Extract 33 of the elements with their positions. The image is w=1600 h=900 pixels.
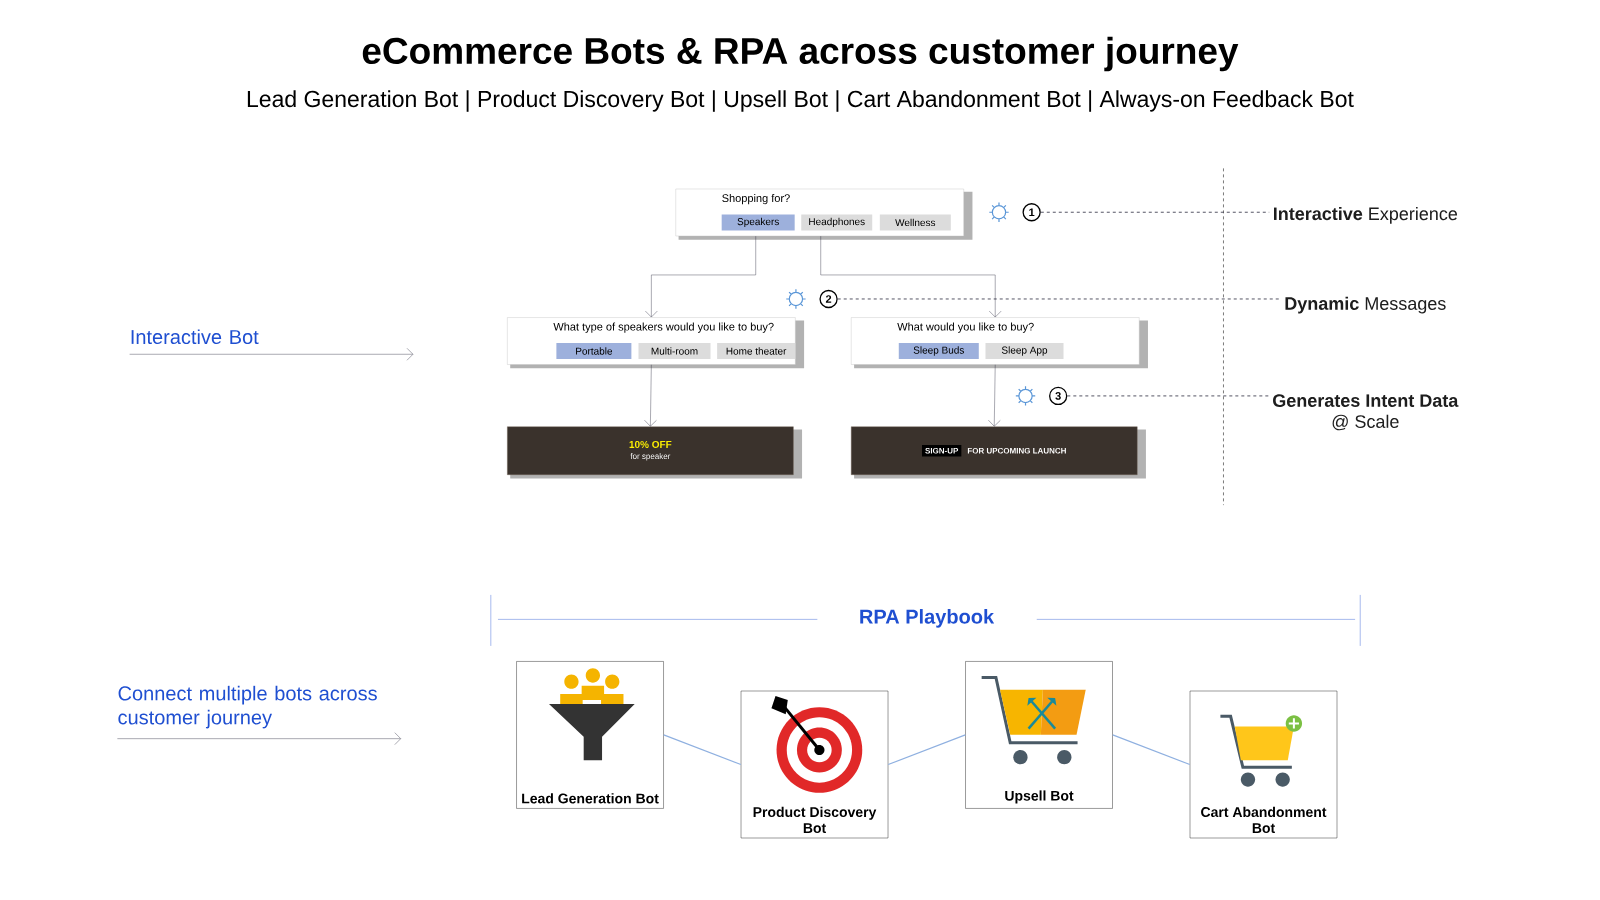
step-number: 2 — [819, 289, 838, 309]
option-chip: Home theater — [717, 343, 796, 359]
arrow — [129, 348, 414, 361]
arrow — [820, 235, 1002, 318]
section-heading: RPA Playbook — [860, 609, 995, 628]
option-chip: Speakers — [721, 214, 795, 231]
side-label: Interactive Bot — [131, 329, 259, 345]
step-number: 3 — [1049, 386, 1068, 406]
connector-line — [1112, 734, 1191, 766]
option-chip: Sleep App — [985, 343, 1064, 359]
arrow — [644, 364, 657, 427]
side-label: Connect multiple bots across customer journey — [118, 685, 377, 729]
option-chip: Sleep Buds — [898, 343, 979, 359]
ad-banner: 10% OFF for speaker — [507, 426, 803, 479]
subtitle: Lead Generation Bot | Product Discovery Bot | Upsell Bot | Cart Abandonment Bot | Always-on Feedback Bot — [247, 90, 1354, 112]
feature-label: Generates Intent Data @ Scale — [1273, 394, 1459, 431]
feature-label: Interactive Experience — [1273, 206, 1458, 224]
arrow — [988, 364, 1001, 427]
leader-line — [1066, 395, 1270, 397]
option-chip: Multi-room — [638, 343, 711, 359]
arrow — [117, 732, 401, 745]
option-chip: Portable — [556, 343, 632, 359]
connector-line — [887, 734, 966, 766]
step-number: 1 — [1022, 203, 1041, 222]
title: eCommerce Bots & RPA across customer journey — [362, 36, 1239, 72]
feature-label: Dynamic Messages — [1285, 296, 1446, 314]
arrow — [645, 235, 756, 318]
leader-line — [1040, 211, 1270, 213]
ad-banner: SIGN-UP FOR UPCOMING LAUNCH — [851, 426, 1146, 479]
option-chip: Wellness — [879, 214, 951, 231]
leader-line — [837, 298, 1282, 300]
option-chip: Headphones — [801, 214, 873, 231]
connector-line — [663, 734, 742, 766]
